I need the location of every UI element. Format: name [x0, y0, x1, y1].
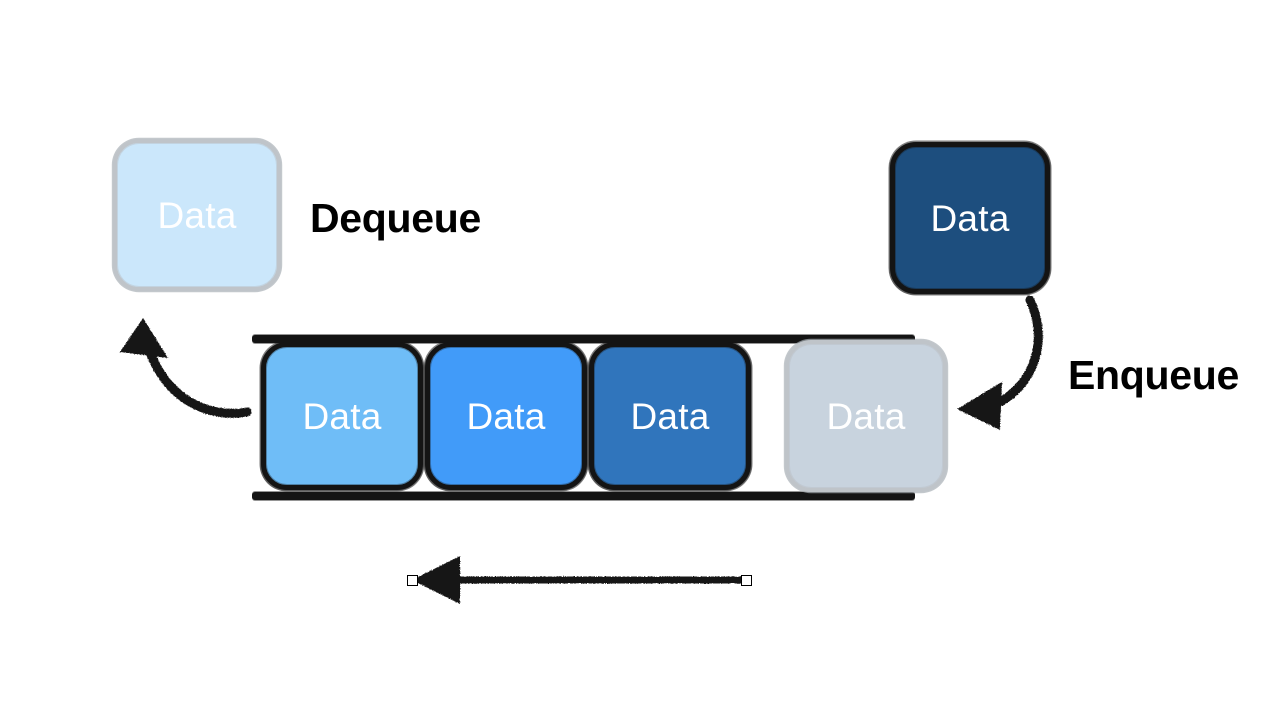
- queue-item-2[interactable]: Data: [425, 342, 587, 490]
- dequeue-label: Dequeue: [310, 195, 482, 241]
- enqueue-label: Enqueue: [1068, 352, 1240, 398]
- enqueue-curved-arrow[interactable]: [957, 295, 1043, 430]
- queue-rail-bottom: [252, 492, 915, 500]
- queue-rail-top: [252, 335, 915, 343]
- connector-handle-start[interactable]: [407, 575, 418, 586]
- dequeue-curved-arrow[interactable]: [120, 318, 252, 418]
- queue-flow-connector[interactable]: [412, 556, 747, 604]
- connector-handle-end[interactable]: [741, 575, 752, 586]
